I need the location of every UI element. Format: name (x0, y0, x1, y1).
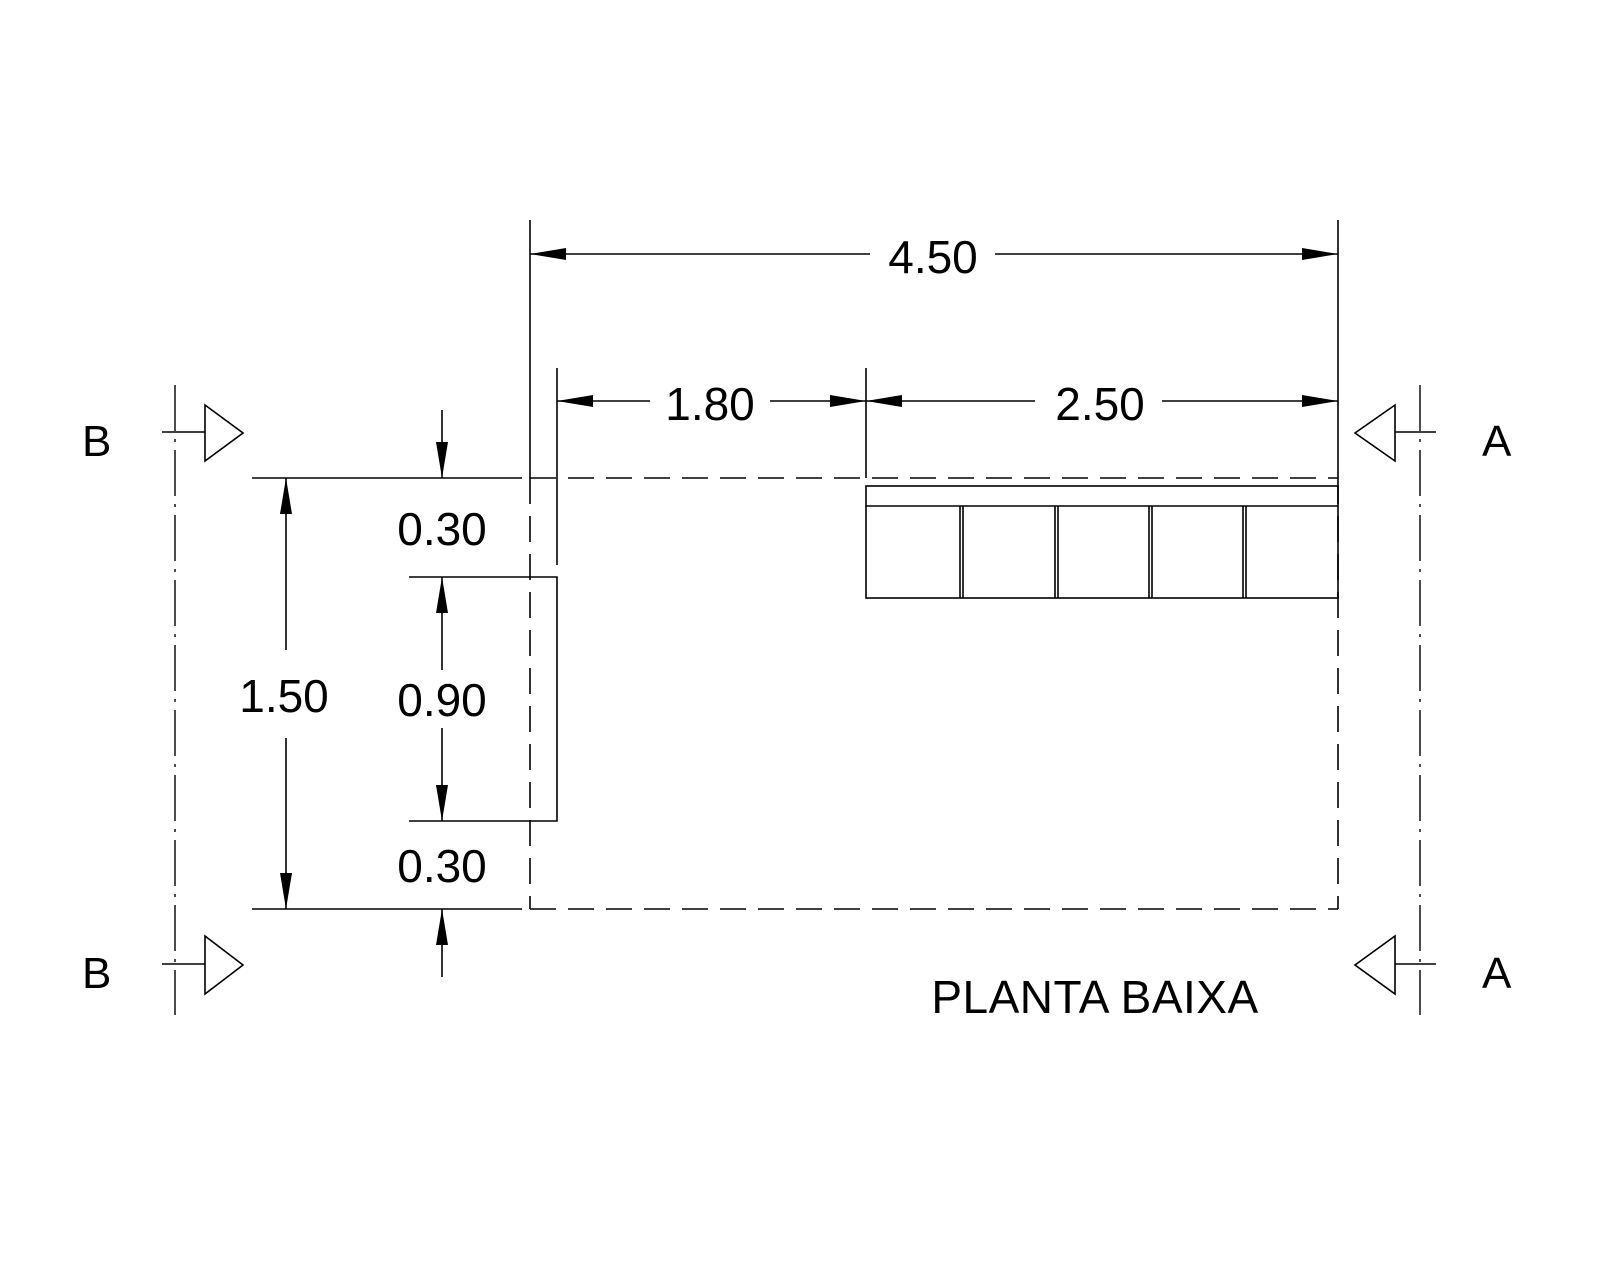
dimension-label-top-0-30: 0.30 (397, 503, 487, 555)
dimension-label-2-50: 2.50 (1055, 378, 1145, 430)
dimension-label-bottom-0-30: 0.30 (397, 840, 487, 892)
dimension-label-1-50: 1.50 (239, 670, 329, 722)
section-marker-a-top: A (1353, 403, 1512, 466)
section-marker-b-bottom: B (82, 934, 245, 998)
section-marker-b-top: B (82, 403, 245, 466)
dimension-label-0-90: 0.90 (397, 674, 487, 726)
dimension-label-1-80: 1.80 (665, 378, 755, 430)
section-label-a-top: A (1482, 417, 1512, 466)
dimension-right-width: 2.50 (866, 378, 1338, 430)
section-axis-lines (174, 385, 1421, 1015)
counter-block (865, 485, 1339, 599)
section-label-b-top: B (82, 417, 111, 466)
section-marker-a-bottom: A (1353, 934, 1512, 998)
drawing-title: PLANTA BAIXA (931, 971, 1258, 1023)
dimension-overall-width: 4.50 (529, 220, 1339, 478)
dimension-left-width: 1.80 (556, 368, 867, 565)
section-label-b-bottom: B (82, 949, 111, 998)
dimension-chain-vertical: 0.30 0.90 0.30 (397, 410, 530, 977)
building-outline (529, 477, 1339, 910)
dimension-overall-height: 1.50 (239, 477, 522, 910)
door-panel (530, 576, 558, 822)
dimension-label-4-50: 4.50 (888, 231, 978, 283)
section-label-a-bottom: A (1482, 949, 1512, 998)
